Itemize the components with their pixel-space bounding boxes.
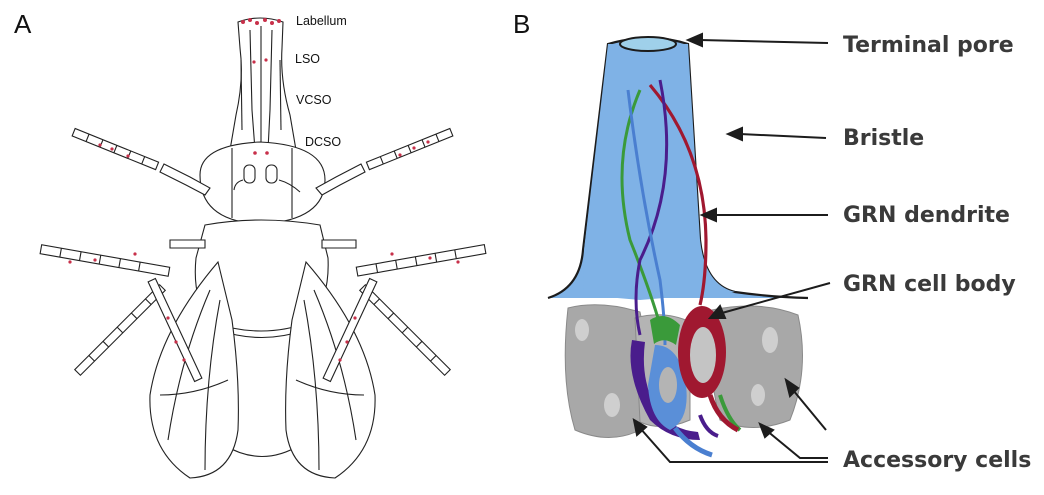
fly-diagram: Labellum LSO VCSO DCSO: [40, 14, 486, 478]
proboscis: [230, 18, 296, 150]
label-lso: LSO: [295, 52, 320, 66]
label-dcso: DCSO: [305, 135, 341, 149]
label-vcso: VCSO: [296, 93, 332, 107]
antenna-left: [244, 165, 255, 183]
label-terminal-pore: Terminal pore: [843, 33, 1014, 58]
label-grn-cell-body: GRN cell body: [843, 272, 1016, 297]
label-labellum: Labellum: [296, 14, 347, 28]
label-grn-dendrite: GRN dendrite: [843, 203, 1010, 228]
label-bristle: Bristle: [843, 126, 924, 151]
terminal-pore: [620, 37, 676, 51]
foreleg-left: [72, 129, 210, 195]
panel-b-letter: B: [513, 9, 530, 39]
midleg-right: [322, 240, 486, 276]
sensillum-diagram: Terminal pore Bristle GRN dendrite GRN c…: [548, 33, 1031, 473]
label-accessory-cells: Accessory cells: [843, 448, 1031, 473]
midleg-left: [40, 240, 205, 276]
fly-head: [200, 142, 325, 224]
panel-a-letter: A: [14, 9, 32, 39]
axon-purple: [700, 415, 718, 436]
antenna-right: [266, 165, 277, 183]
